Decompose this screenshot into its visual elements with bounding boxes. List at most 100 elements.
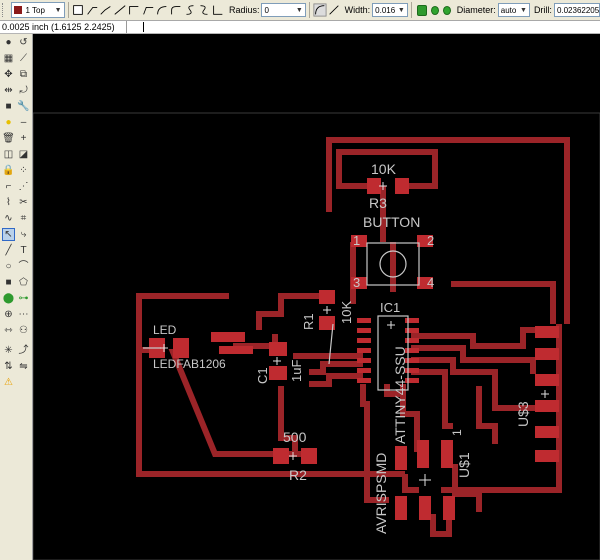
radius-value: 0 — [264, 5, 269, 15]
command-input[interactable] — [127, 21, 600, 33]
add-icon[interactable]: + — [20, 133, 27, 144]
display-layers-icon[interactable]: ▦ — [3, 53, 14, 64]
line-icon[interactable]: ╱ — [5, 245, 12, 256]
toolbar-separator — [308, 2, 310, 18]
select-arrow-icon[interactable]: ↖ — [2, 228, 15, 241]
wire-bend-round-icon[interactable] — [169, 2, 183, 18]
autorouter-icon[interactable]: ⌗ — [20, 213, 27, 224]
mark-icon[interactable]: ⟋ — [20, 53, 27, 64]
wire-bend-diagonal-icon[interactable] — [85, 2, 99, 18]
ratsnest-icon[interactable]: ⚇ — [19, 325, 28, 336]
mirror-icon[interactable]: ⇹ — [4, 85, 13, 96]
button-pin4-label: 4 — [427, 275, 434, 290]
radius-select[interactable]: 0 ▼ — [261, 3, 306, 17]
hole-icon[interactable]: ⊕ — [4, 309, 13, 320]
paste-icon[interactable]: ● — [5, 117, 12, 128]
toolbar-separator — [410, 2, 412, 18]
dimension-icon[interactable]: ⇿ — [4, 325, 13, 336]
pad-ic-l1 — [357, 318, 371, 323]
wire-bend-45-icon[interactable] — [99, 2, 113, 18]
origin-markers — [160, 182, 549, 486]
toolbar-grip[interactable] — [2, 3, 6, 17]
via-square-icon[interactable] — [416, 4, 427, 16]
pad-u3-6 — [535, 450, 559, 462]
pad-ic-l3 — [357, 338, 371, 343]
trace-top-loop — [326, 137, 570, 324]
r2-value-label: 500 — [283, 429, 307, 445]
copy-icon[interactable]: ⧉ — [19, 69, 28, 80]
warning-icon[interactable]: ⚠ — [4, 377, 13, 388]
wire-bend-corner-icon[interactable] — [127, 2, 141, 18]
diameter-label: Diameter: — [456, 5, 496, 15]
pad-mid-1 — [211, 332, 245, 342]
erc-icon[interactable]: ⇅ — [4, 361, 13, 372]
ratsnest-star-icon[interactable]: ✳ — [4, 345, 13, 356]
text-icon[interactable]: T — [20, 245, 27, 256]
wire-bend-slope-icon[interactable] — [141, 2, 155, 18]
pad-u3-2 — [535, 348, 559, 360]
rotate-icon[interactable]: ⤾ — [19, 85, 28, 96]
pad-ic-l7 — [357, 378, 371, 383]
route-icon[interactable]: ⌇ — [6, 197, 11, 208]
change-icon[interactable]: 🔧 — [17, 101, 30, 112]
layer-select[interactable]: 1 Top ▼ — [11, 2, 65, 18]
button-pin2-label: 2 — [427, 233, 434, 248]
pcb-layout[interactable]: 10K R3 BUTTON 1 2 3 4 R1 10K IC1 ATTINY4… — [33, 34, 600, 560]
layer-color-swatch — [14, 6, 23, 14]
ic-name-label: IC1 — [380, 300, 400, 315]
r2-name-label: R2 — [289, 467, 307, 483]
arc-icon[interactable]: ⌒ — [18, 261, 29, 272]
optimize-icon[interactable]: ⋰ — [18, 181, 29, 192]
move-icon[interactable]: ✥ — [4, 69, 13, 80]
pad-btn-3 — [351, 277, 367, 289]
board-canvas[interactable]: 10K R3 BUTTON 1 2 3 4 R1 10K IC1 ATTINY4… — [33, 34, 600, 560]
pad-r1-1 — [319, 290, 335, 304]
trash-icon[interactable]: 🗑 — [2, 133, 15, 144]
silkscreen — [143, 242, 420, 391]
auto-icon[interactable]: ⤴ — [18, 345, 29, 356]
pad-btn-4 — [417, 277, 433, 289]
attribute-icon[interactable]: ⋯ — [18, 309, 29, 320]
width-select[interactable]: 0.016 ▼ — [372, 3, 408, 17]
undo-icon[interactable]: ↺ — [19, 37, 28, 48]
delete-icon[interactable]: – — [20, 117, 27, 128]
info-icon[interactable]: ● — [5, 37, 12, 48]
ripup-icon[interactable]: ✂ — [19, 197, 28, 208]
wire-bend-arc-icon[interactable] — [155, 2, 169, 18]
pad-btn-2 — [417, 235, 433, 247]
trace-avr-bottom — [402, 474, 419, 493]
wire-bend-line-icon[interactable] — [113, 2, 127, 18]
split-icon[interactable]: ⌐ — [5, 181, 12, 192]
smash-icon[interactable]: ⁘ — [19, 165, 28, 176]
drc-icon[interactable]: ⇋ — [19, 361, 28, 372]
button-pin3-label: 3 — [353, 275, 360, 290]
wire-style-round-icon[interactable] — [313, 2, 327, 18]
pad-ic-l5 — [357, 358, 371, 363]
signal-icon[interactable]: ⊶ — [18, 293, 29, 304]
meander-icon[interactable]: ∿ — [4, 213, 13, 224]
wire-style-slash-icon[interactable] — [327, 2, 341, 18]
via-octagon-icon[interactable] — [442, 5, 451, 15]
chevron-down-icon: ▼ — [54, 6, 62, 14]
led-name-label: LED — [153, 323, 177, 337]
via-icon[interactable]: ⬤ — [2, 293, 15, 304]
wire-bend-follow-icon[interactable] — [211, 2, 225, 18]
trace-bottom — [136, 350, 405, 477]
via-round-icon[interactable] — [430, 5, 439, 15]
wire-bend-s2-icon[interactable] — [197, 2, 211, 18]
c1-value-label: 1uF — [289, 360, 304, 382]
value-icon[interactable]: ◪ — [18, 149, 29, 160]
drill-select[interactable]: 0.02362205 — [553, 3, 600, 17]
trace-avr-loop — [430, 514, 452, 537]
circle-icon[interactable]: ○ — [5, 261, 12, 272]
rectangle-icon[interactable]: ■ — [5, 277, 12, 288]
trace-ic-u3-a — [411, 327, 539, 349]
wire-icon[interactable]: ⤷ — [20, 229, 27, 240]
diameter-select[interactable]: auto ▼ — [497, 3, 530, 17]
wire-bend-s-icon[interactable] — [183, 2, 197, 18]
lock-icon[interactable]: 🔒 — [2, 165, 15, 176]
polygon-icon[interactable]: ⬠ — [19, 277, 28, 288]
wire-bend-square-icon[interactable] — [71, 2, 85, 18]
name-icon[interactable]: ◫ — [3, 149, 14, 160]
group-icon[interactable]: ■ — [5, 101, 12, 112]
